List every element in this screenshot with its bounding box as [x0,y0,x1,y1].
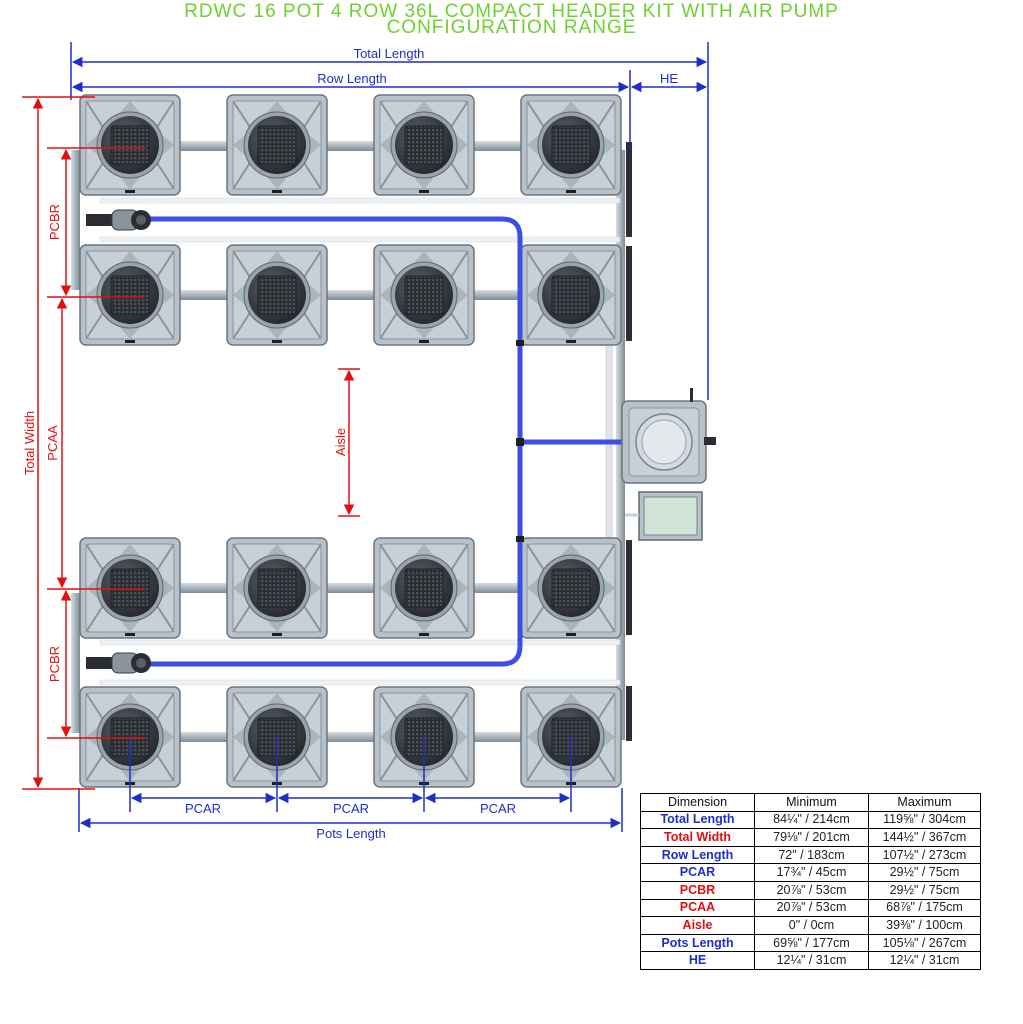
dimension-min: 12¼" / 31cm [754,951,869,970]
table-header-row: Dimension Minimum Maximum [640,793,981,812]
dimension-lines-red [22,96,360,790]
dimension-max: 68⅞" / 175cm [868,898,981,918]
label-total-width: Total Width [22,411,37,475]
dimension-min: 17¾" / 45cm [754,863,869,882]
label-pcbr-top: PCBR [47,204,62,240]
row-pipes [71,141,632,742]
label-pcar-2: PCAR [333,801,369,816]
dimension-min: 0" / 0cm [754,916,869,935]
dimension-name: PCAA [640,898,755,918]
header-tank-icon [621,388,716,484]
dimension-name: Pots Length [640,933,755,953]
dimension-min: 20⅞" / 53cm [754,880,869,900]
column-header-maximum: Maximum [868,793,981,812]
dimension-min: 69⅝" / 177cm [754,933,869,953]
pot [79,94,181,196]
title-line-2: CONFIGURATION RANGE [386,17,637,38]
column-header-dimension: Dimension [640,793,755,812]
dimension-max: 144½" / 367cm [868,828,981,847]
dimension-labels: Total Length Row Length HE PCAR PCAR PCA… [22,46,678,841]
dimension-max: 12¼" / 31cm [868,951,981,970]
dimension-max: 29½" / 75cm [868,880,981,900]
pot [226,94,328,196]
dimension-lines-blue [70,42,709,832]
label-pots-length: Pots Length [316,826,385,841]
pot [520,94,622,196]
pot [226,537,328,639]
label-pcar-3: PCAR [480,801,516,816]
dimension-max: 107½" / 273cm [868,845,981,865]
pot [520,537,622,639]
dimension-name: Aisle [640,916,755,935]
label-pcaa: PCAA [45,425,60,461]
label-pcbr-bottom: PCBR [47,646,62,682]
pot [373,244,475,346]
dimension-name: Total Length [640,810,755,830]
pot [79,244,181,346]
label-he: HE [660,71,678,86]
title-line-1: RDWC 16 POT 4 ROW 36L COMPACT HEADER KIT… [184,1,839,22]
dimension-name: Row Length [640,845,755,865]
dimension-name: Total Width [640,828,755,847]
air-pump-icon [625,491,703,541]
label-aisle: Aisle [333,428,348,456]
dimension-min: 72" / 183cm [754,845,869,865]
label-row-length: Row Length [317,71,386,86]
dimension-name: HE [640,951,755,970]
label-pcar-1: PCAR [185,801,221,816]
water-pump-bottom-icon [86,652,151,674]
dimension-name: PCBR [640,880,755,900]
pot [373,537,475,639]
water-pump-top-icon [86,209,151,231]
pot [79,537,181,639]
dimension-max: 105⅛" / 267cm [868,933,981,953]
pot [520,244,622,346]
dimension-min: 20⅞" / 53cm [754,898,869,918]
dimension-max: 29½" / 75cm [868,863,981,882]
dimension-name: PCAR [640,863,755,882]
dimension-min: 84¼" / 214cm [754,810,869,830]
label-total-length: Total Length [354,46,425,61]
column-header-minimum: Minimum [754,793,869,812]
dimension-max: 119⅝" / 304cm [868,810,981,830]
dimension-min: 79⅛" / 201cm [754,828,869,847]
pot [373,94,475,196]
dimension-max: 39⅜" / 100cm [868,916,981,935]
pot [226,244,328,346]
